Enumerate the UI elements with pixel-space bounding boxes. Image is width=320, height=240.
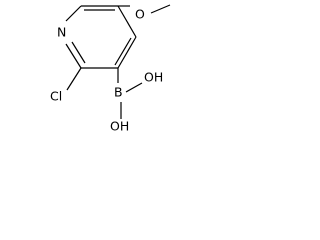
bond-c4-c3-double xyxy=(114,37,132,66)
bond-c5-c4 xyxy=(117,5,137,38)
atom-oxygen-label: O xyxy=(135,7,145,22)
chemical-structure-diagram: N O Cl B OH OH xyxy=(50,4,171,134)
bond-c2-cl xyxy=(66,67,82,91)
bond-o-ch3 xyxy=(150,4,171,14)
bond-c2-n1-double xyxy=(71,41,86,64)
bond-c2-n1 xyxy=(65,43,82,69)
pyridine-ring xyxy=(65,5,137,69)
bond-c4-c3 xyxy=(117,36,137,69)
bond-b-oh-top xyxy=(125,82,143,93)
atom-nitrogen-label: N xyxy=(57,25,66,40)
bond-n1-c6 xyxy=(65,5,82,22)
atom-chlorine-label: Cl xyxy=(50,89,62,104)
atom-hydroxyl-bottom-label: OH xyxy=(110,119,129,134)
atom-hydroxyl-top-label: OH xyxy=(144,70,163,85)
atom-boron-label: B xyxy=(114,85,123,100)
